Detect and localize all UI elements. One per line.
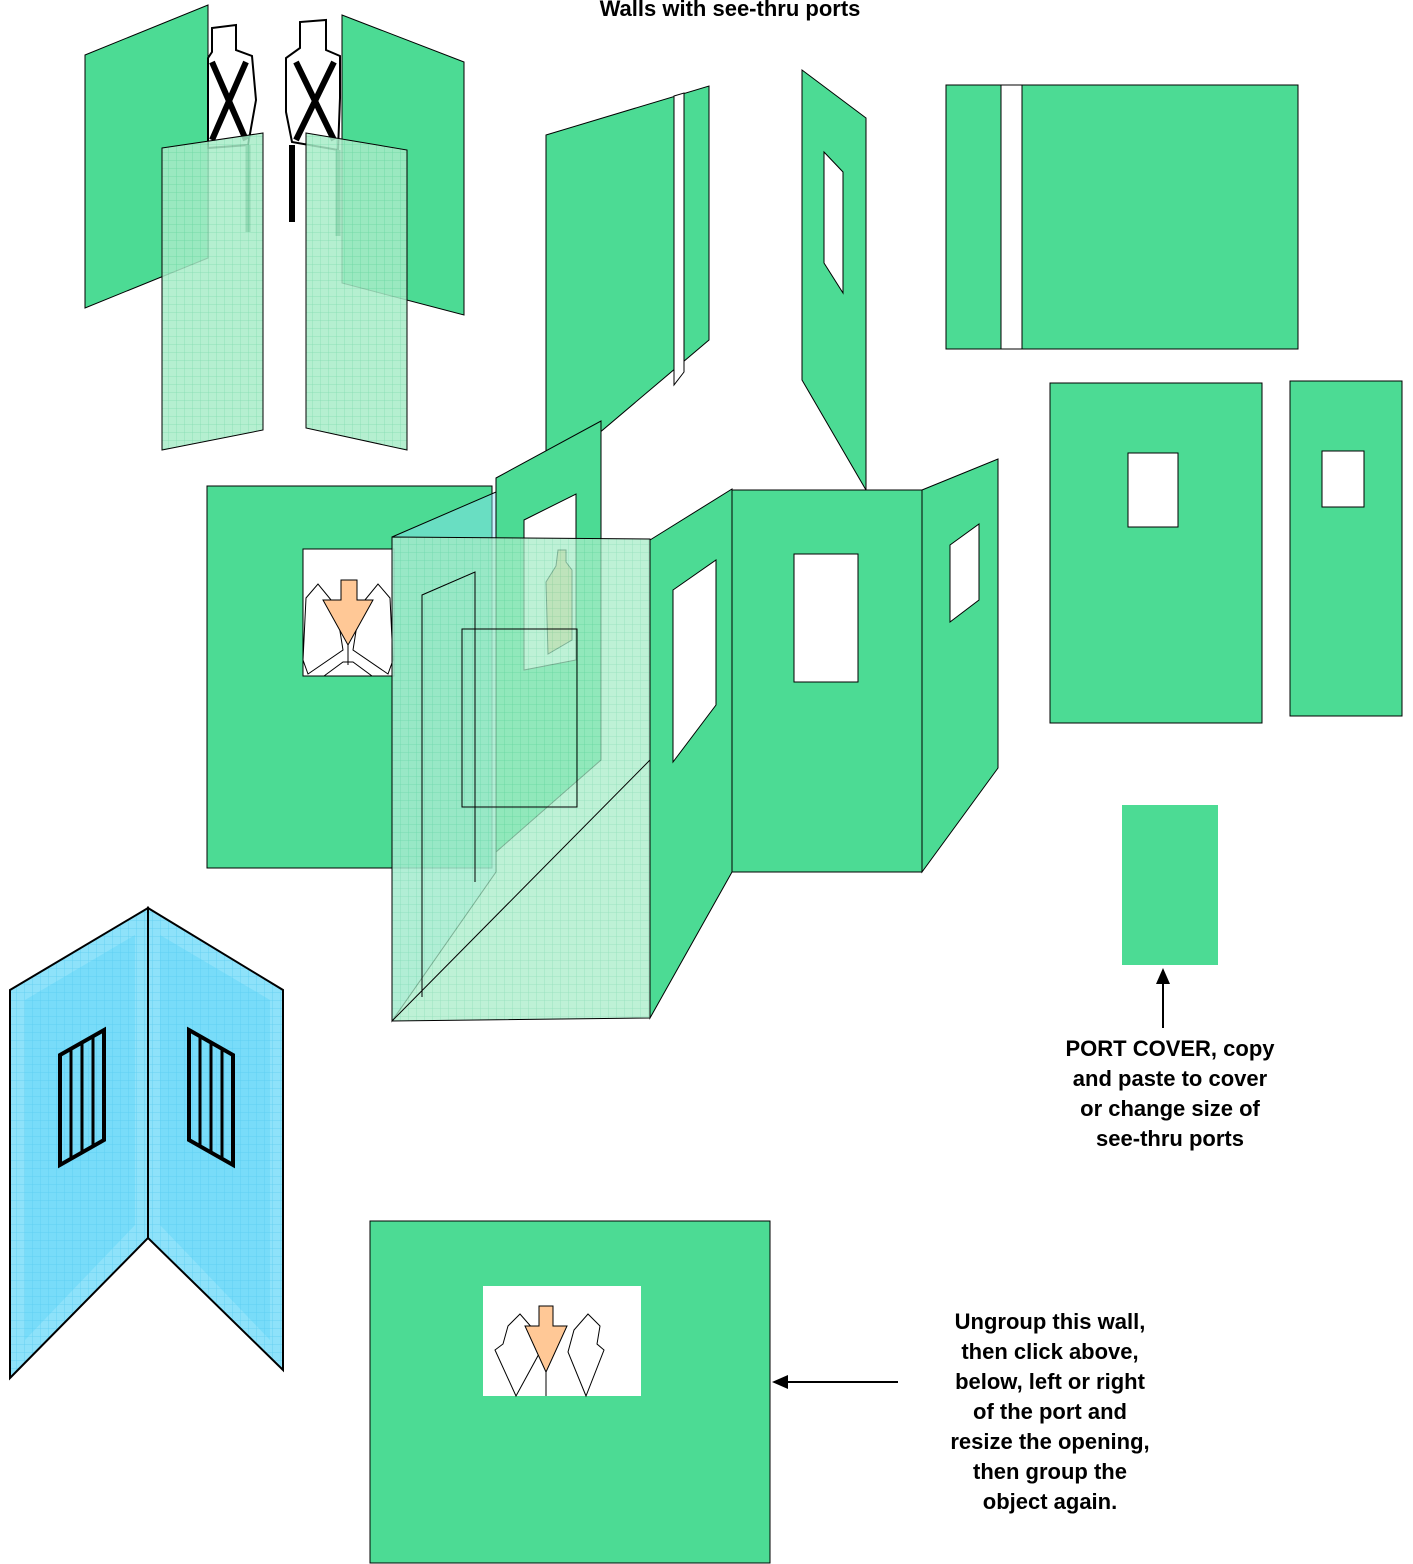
note-line: PORT COVER, copy [1020, 1034, 1320, 1064]
port-opening [794, 554, 858, 682]
port-cover-arrow [1156, 968, 1170, 1028]
glass-frame-right [160, 935, 270, 1340]
wall-assembly[interactable] [207, 421, 998, 1021]
port-cover[interactable] [1122, 805, 1218, 965]
note-line: resize the opening, [890, 1427, 1210, 1457]
flat-slotted-wall[interactable] [946, 85, 1298, 349]
angled-wall-pair[interactable] [85, 5, 464, 450]
vertical-slot [1001, 85, 1022, 349]
note-line: object again. [890, 1487, 1210, 1517]
port-cover-note: PORT COVER, copy and paste to cover or c… [1020, 1034, 1320, 1154]
right-angled-wall[interactable] [922, 459, 998, 872]
flat-wall-with-port-narrow[interactable] [1290, 381, 1402, 716]
note-line: then click above, [890, 1337, 1210, 1367]
right-see-thru-wall[interactable] [306, 133, 407, 450]
note-line: of the port and [890, 1397, 1210, 1427]
note-line: below, left or right [890, 1367, 1210, 1397]
note-line: see-thru ports [1020, 1124, 1320, 1154]
port-opening [1128, 453, 1178, 527]
port-opening [1322, 451, 1364, 507]
note-line: and paste to cover [1020, 1064, 1320, 1094]
wall-note-arrow [772, 1375, 898, 1389]
diagram-title: Walls with see-thru ports [0, 0, 1413, 22]
note-line: or change size of [1020, 1094, 1320, 1124]
flat-wall-with-port-wide[interactable] [1050, 383, 1262, 723]
glass-frame-left [25, 935, 135, 1340]
note-line: Ungroup this wall, [890, 1307, 1210, 1337]
slotted-angled-wall[interactable] [546, 86, 709, 478]
resizable-port-wall[interactable] [370, 1221, 770, 1563]
glass-wall-pair[interactable] [10, 908, 283, 1378]
target-figure [303, 580, 393, 676]
see-thru-front-wall[interactable] [392, 537, 650, 1021]
middle-angled-wall[interactable] [650, 489, 732, 1018]
left-see-thru-wall[interactable] [162, 133, 263, 450]
ungroup-wall-note: Ungroup this wall, then click above, bel… [890, 1307, 1210, 1517]
note-line: then group the [890, 1457, 1210, 1487]
vertical-slot [674, 93, 684, 385]
angled-wall-with-port[interactable] [802, 70, 866, 490]
